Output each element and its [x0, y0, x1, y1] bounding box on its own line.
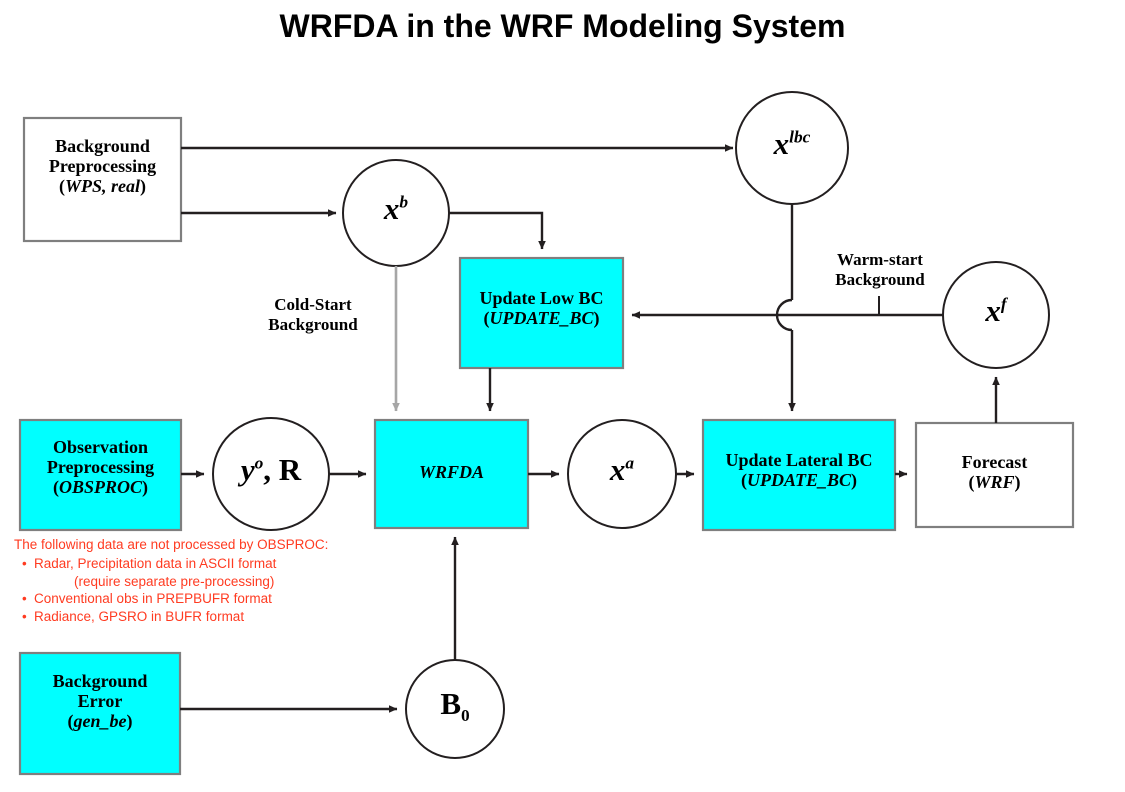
note-item-text: Conventional obs in PREPBUFR format — [34, 591, 272, 607]
note-subitem-text: (require separate pre-processing) — [74, 573, 275, 589]
bullet-icon: • — [22, 591, 27, 607]
note-item: • Radar, Precipitation data in ASCII for… — [14, 555, 434, 573]
node-background-preprocessing — [22, 116, 183, 243]
note-subitem: (require separate pre-processing) — [14, 573, 434, 591]
note-list: • Radar, Precipitation data in ASCII for… — [14, 555, 434, 626]
node-xf — [942, 261, 1050, 369]
obsproc-note: The following data are not processed by … — [14, 536, 434, 626]
note-item-text: Radiance, GPSRO in BUFR format — [34, 609, 245, 625]
note-item-text: Radar, Precipitation data in ASCII forma… — [34, 555, 277, 571]
node-b0 — [405, 659, 505, 759]
node-update-lateral-bc — [701, 418, 897, 532]
node-wrfda — [373, 418, 530, 530]
note-heading: The following data are not processed by … — [14, 537, 329, 552]
bullet-icon: • — [22, 609, 27, 625]
page-title: WRFDA in the WRF Modeling System — [279, 8, 846, 44]
node-yo-r — [212, 417, 330, 531]
node-observation-preprocessing — [18, 418, 183, 532]
node-xa — [567, 419, 677, 529]
node-xb — [342, 159, 450, 267]
edge-xb-to-update-low-bc — [449, 211, 546, 250]
node-background-error — [18, 651, 182, 776]
node-update-low-bc — [458, 256, 625, 370]
note-item: • Conventional obs in PREPBUFR format — [14, 590, 434, 608]
node-forecast — [914, 421, 1075, 529]
node-xlbc — [735, 91, 849, 205]
note-item: • Radiance, GPSRO in BUFR format — [14, 608, 434, 626]
bullet-icon: • — [22, 555, 27, 571]
